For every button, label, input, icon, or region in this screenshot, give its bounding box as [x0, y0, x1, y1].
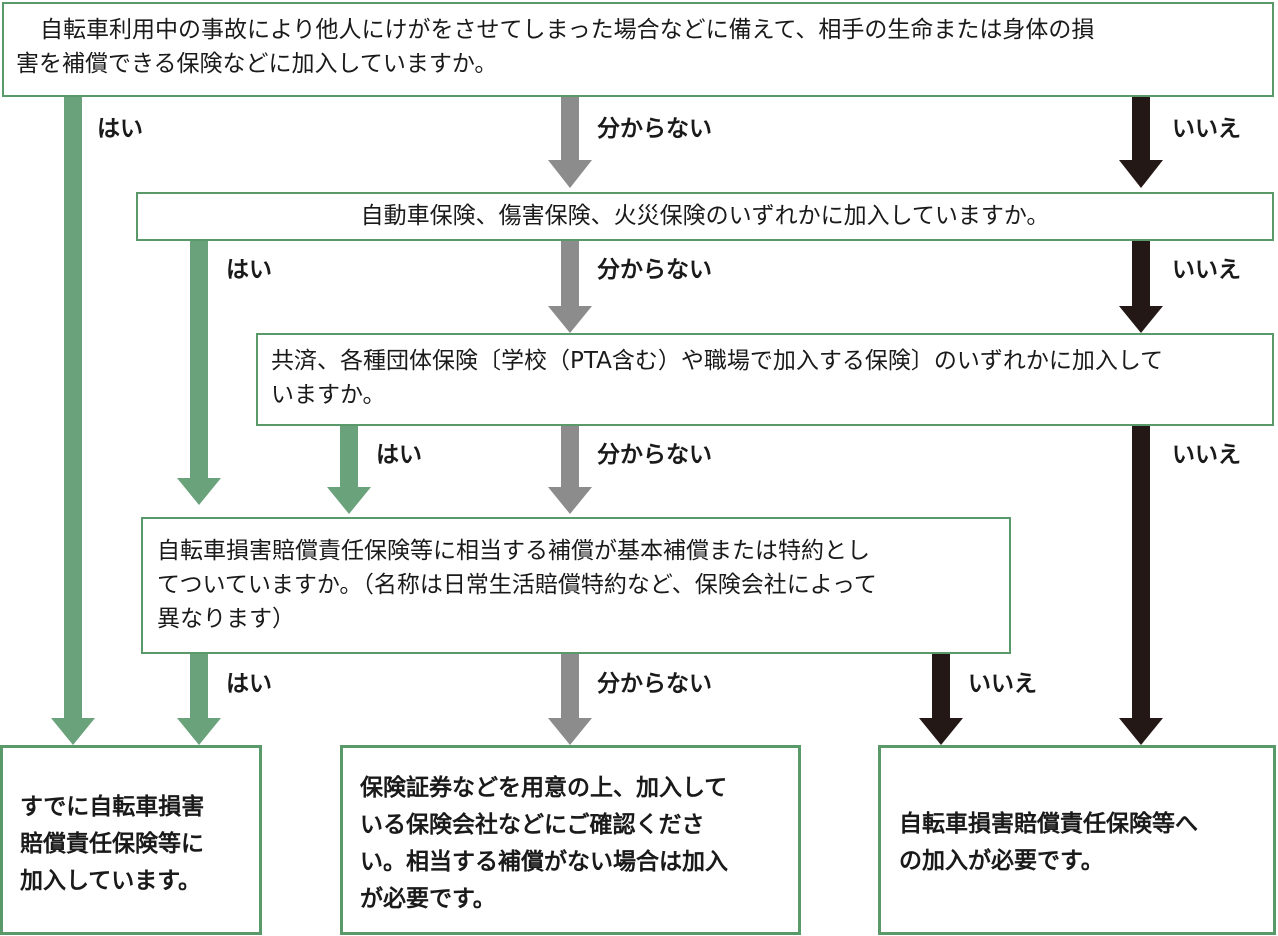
- label-q4-unknown: 分からない: [597, 671, 712, 697]
- result-confirm-with-insurer-box: 保険証券などを用意の上、加入して いる保険会社などにご確認くださ い。相当する補…: [340, 745, 801, 935]
- arrow-q1-unknown-head: [548, 160, 592, 188]
- label-q4-yes: はい: [226, 671, 272, 697]
- question-4-box: 自転車損害賠償責任保険等に相当する補償が基本補償または特約とし てついていますか…: [141, 517, 1011, 654]
- arrow-q1-no-shaft: [1132, 96, 1150, 160]
- question-3-line-2: いますか。: [271, 382, 386, 408]
- arrow-q2-yes-head: [177, 478, 221, 505]
- result-already-insured-box: すでに自転車損害 賠償責任保険等に 加入しています。: [0, 745, 262, 935]
- arrow-q1-no-head: [1119, 160, 1163, 188]
- question-1-line-2: 害を補償できる保険などに加入していますか。: [16, 51, 498, 77]
- question-3-line-1: 共済、各種団体保険〔学校（PTA含む）や職場で加入する保険〕のいずれかに加入して: [271, 348, 1164, 374]
- label-q4-no: いいえ: [968, 671, 1037, 697]
- label-q3-unknown: 分からない: [597, 442, 712, 468]
- result-yes-line-1: すでに自転車損害: [20, 794, 205, 820]
- question-4-line-1: 自転車損害賠償責任保険等に相当する補償が基本補償または特約とし: [157, 538, 870, 564]
- result-unknown-line-4: が必要です。: [360, 886, 496, 912]
- label-q1-unknown: 分からない: [597, 116, 712, 142]
- arrow-q3-unknown-shaft: [561, 425, 579, 487]
- label-q3-no: いいえ: [1172, 442, 1241, 468]
- question-4-line-2: てついていますか。（名称は日常生活賠償特約など、保険会社によって: [157, 572, 877, 598]
- label-q2-unknown: 分からない: [597, 257, 712, 283]
- result-no-line-1: 自転車損害賠償責任保険等へ: [899, 811, 1198, 837]
- arrow-q3-no-head: [1119, 718, 1163, 745]
- result-yes-line-2: 賠償責任保険等に: [20, 831, 204, 857]
- arrow-q2-yes-shaft: [190, 240, 208, 478]
- result-enrollment-required-box: 自転車損害賠償責任保険等へ の加入が必要です。: [878, 745, 1276, 935]
- result-unknown-line-2: いる保険会社などにご確認くださ: [360, 812, 705, 838]
- arrow-q4-unknown-shaft: [561, 654, 579, 718]
- label-q1-yes: はい: [97, 116, 143, 142]
- arrow-q3-yes-shaft: [340, 425, 358, 487]
- arrow-q2-unknown-shaft: [561, 240, 579, 306]
- result-unknown-line-1: 保険証券などを用意の上、加入して: [360, 775, 728, 801]
- arrow-q4-no-shaft: [932, 654, 950, 718]
- result-yes-line-3: 加入しています。: [20, 868, 202, 894]
- result-no-line-2: の加入が必要です。: [899, 848, 1104, 874]
- arrow-q3-unknown-head: [548, 487, 592, 514]
- arrow-q4-no-head: [919, 718, 963, 745]
- question-2-box: 自動車保険、傷害保険、火災保険のいずれかに加入していますか。: [136, 192, 1274, 241]
- label-q2-yes: はい: [226, 257, 272, 283]
- arrow-q4-yes-head: [177, 718, 221, 745]
- arrow-q4-unknown-head: [548, 718, 592, 745]
- arrow-q2-no-shaft: [1132, 240, 1150, 306]
- question-3-box: 共済、各種団体保険〔学校（PTA含む）や職場で加入する保険〕のいずれかに加入して…: [256, 333, 1274, 426]
- label-q2-no: いいえ: [1172, 257, 1241, 283]
- question-2-line-1: 自動車保険、傷害保険、火災保険のいずれかに加入していますか。: [360, 203, 1050, 229]
- question-1-box: 自転車利用中の事故により他人にけがをさせてしまった場合などに備えて、相手の生命ま…: [2, 2, 1274, 97]
- arrow-q1-yes-head: [51, 718, 95, 745]
- label-q1-no: いいえ: [1172, 116, 1241, 142]
- arrow-q2-unknown-head: [548, 306, 592, 333]
- question-1-line-1: 自転車利用中の事故により他人にけがをさせてしまった場合などに備えて、相手の生命ま…: [40, 17, 1095, 43]
- arrow-q2-no-head: [1119, 306, 1163, 333]
- label-q3-yes: はい: [376, 442, 422, 468]
- arrow-q3-yes-head: [327, 487, 371, 514]
- arrow-q1-unknown-shaft: [561, 96, 579, 160]
- arrow-q3-no-shaft: [1132, 425, 1150, 718]
- question-4-line-3: 異なります）: [157, 606, 295, 632]
- arrow-q1-yes-shaft: [64, 96, 82, 718]
- result-unknown-line-3: い。相当する補償がない場合は加入: [360, 849, 728, 875]
- arrow-q4-yes-shaft: [190, 654, 208, 718]
